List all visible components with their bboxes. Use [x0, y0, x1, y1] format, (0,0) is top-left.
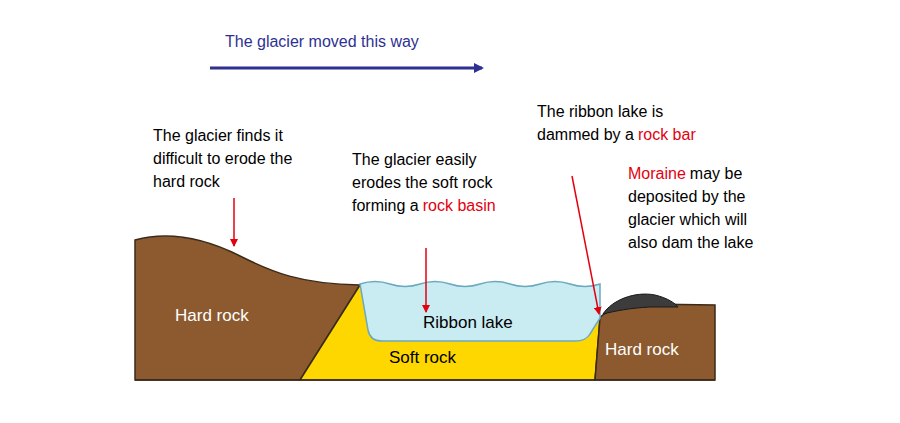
layer-name: Ribbon lake	[423, 313, 513, 333]
callout-phrase: rock bar	[638, 126, 696, 143]
rock-layer-label: Soft rock	[385, 346, 460, 370]
leader-line	[572, 176, 599, 314]
leader-line	[425, 248, 427, 312]
callout-text: The ribbon lake is dammed by arock bar	[537, 100, 707, 146]
rock-layer-label: Hard rock	[601, 338, 683, 362]
callout-phrase: Moraine	[628, 165, 686, 182]
layer-name: Hard rock	[605, 340, 679, 360]
layer-name: Soft rock	[389, 348, 456, 368]
callout-text: The glacier moved this way	[225, 30, 505, 53]
ribbon-lake	[360, 282, 600, 342]
moraine	[603, 294, 678, 314]
hard-rock-right	[595, 304, 715, 380]
leader-line	[233, 198, 235, 246]
direction-arrow	[210, 67, 482, 70]
layer-name: Hard rock	[175, 306, 249, 326]
callout-phrase: The glacier finds it difficult to erode …	[153, 127, 292, 190]
callout-text: The glacier finds it difficult to erode …	[153, 124, 323, 193]
base-line	[135, 379, 715, 381]
callout-phrase: The glacier moved this way	[225, 33, 419, 50]
rock-layer-label: Ribbon lake	[419, 311, 517, 335]
rock-layer-label: Hard rock	[171, 304, 253, 328]
callout-text: The glacier easily erodes the soft rock …	[352, 148, 512, 217]
callout-text: Morainemay be deposited by the glacier w…	[628, 162, 778, 254]
callout-phrase: rock basin	[423, 197, 496, 214]
